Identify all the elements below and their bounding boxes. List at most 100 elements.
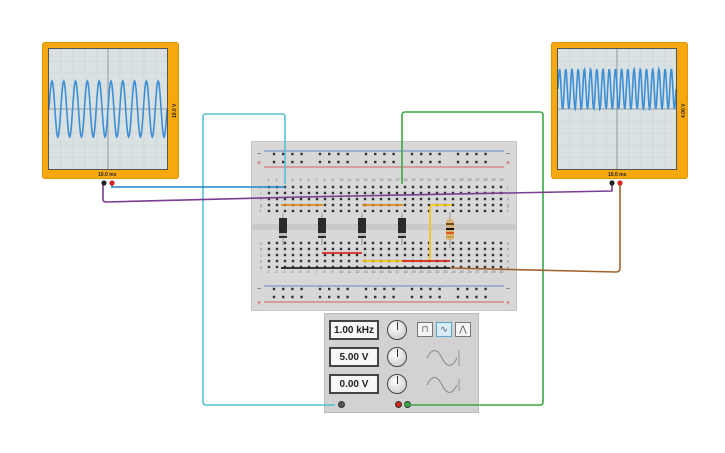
column-number: 11 xyxy=(348,178,352,182)
triangle-wave-icon: ⋀ xyxy=(459,324,467,334)
amplitude-knob[interactable] xyxy=(387,347,407,367)
rail-minus-bottom: − xyxy=(257,286,261,293)
column-number: 8 xyxy=(324,270,326,274)
column-number: 20 xyxy=(420,178,424,182)
row-letter: f xyxy=(260,210,261,214)
column-number: 17 xyxy=(396,178,400,182)
row-letter: e xyxy=(507,242,509,246)
column-number: 21 xyxy=(428,270,432,274)
row-letter: c xyxy=(260,254,262,258)
triangle-wave-button[interactable]: ⋀ xyxy=(455,322,471,337)
column-number: 26 xyxy=(468,178,472,182)
column-number: 16 xyxy=(388,270,392,274)
sine-wave-button[interactable]: ∿ xyxy=(436,322,452,337)
column-number: 12 xyxy=(356,178,360,182)
column-number: 28 xyxy=(484,270,488,274)
column-number: 15 xyxy=(380,270,384,274)
scope-left-terminal-positive[interactable] xyxy=(109,180,115,186)
wire-purple[interactable] xyxy=(102,184,613,203)
column-number: 1 xyxy=(268,178,270,182)
column-number: 26 xyxy=(468,270,472,274)
column-number: 2 xyxy=(276,270,278,274)
scope-right-terminal-positive[interactable] xyxy=(617,180,623,186)
oscilloscope-right-screen xyxy=(557,48,677,170)
row-letter: f xyxy=(507,210,508,214)
column-number: 25 xyxy=(460,178,464,182)
column-number: 19 xyxy=(412,270,416,274)
column-number: 29 xyxy=(492,178,496,182)
column-number: 16 xyxy=(388,178,392,182)
dc-offset-display[interactable]: 0.00 V xyxy=(329,374,379,394)
frequency-knob[interactable] xyxy=(387,320,407,340)
amplitude-symbol-icon xyxy=(426,350,460,366)
frequency-display[interactable]: 1.00 kHz xyxy=(329,320,379,340)
column-number: 10 xyxy=(340,270,344,274)
row-letter: b xyxy=(507,260,509,264)
column-number: 2 xyxy=(276,178,278,182)
column-number: 29 xyxy=(492,270,496,274)
column-number: 21 xyxy=(428,178,432,182)
diode-4[interactable] xyxy=(398,213,406,245)
row-letter: h xyxy=(260,198,262,202)
rail-minus-top: − xyxy=(257,151,261,158)
column-number: 4 xyxy=(292,270,294,274)
dc-offset-knob[interactable] xyxy=(387,374,407,394)
resistor[interactable] xyxy=(446,212,454,248)
column-number: 12 xyxy=(356,270,360,274)
rail-plus-bottom-right: + xyxy=(506,300,510,307)
column-number: 9 xyxy=(332,178,334,182)
column-number: 13 xyxy=(364,178,368,182)
oscilloscope-left-time-label: 10.0 ms xyxy=(98,172,117,178)
wire-blue[interactable] xyxy=(111,184,285,188)
generator-terminal-positive[interactable] xyxy=(395,401,402,408)
wire-cyan[interactable] xyxy=(202,113,335,406)
wire-brown[interactable] xyxy=(449,184,621,273)
wire-green[interactable] xyxy=(401,111,544,406)
column-number: 30 xyxy=(500,178,504,182)
column-number: 15 xyxy=(380,178,384,182)
column-number: 27 xyxy=(476,270,480,274)
column-number: 6 xyxy=(308,178,310,182)
offset-symbol-icon xyxy=(426,377,460,393)
generator-terminal-left[interactable] xyxy=(338,401,345,408)
row-letter: i xyxy=(260,192,261,196)
column-number: 7 xyxy=(316,270,318,274)
sine-wave-icon: ∿ xyxy=(440,324,448,334)
column-number: 23 xyxy=(444,270,448,274)
scope-right-terminal-negative[interactable] xyxy=(609,180,615,186)
oscilloscope-right[interactable]: 10.0 ms 4.00 V xyxy=(551,42,688,179)
column-number: 5 xyxy=(300,178,302,182)
diode-3[interactable] xyxy=(358,213,366,245)
function-generator[interactable]: 1.00 kHz 5.00 V 0.00 V ⊓ ∿ ⋀ xyxy=(324,313,479,413)
square-wave-button[interactable]: ⊓ xyxy=(417,322,433,337)
amplitude-display[interactable]: 5.00 V xyxy=(329,347,379,367)
column-number: 20 xyxy=(420,270,424,274)
column-number: 23 xyxy=(444,178,448,182)
oscilloscope-right-trace xyxy=(557,49,677,169)
scope-left-terminal-negative[interactable] xyxy=(101,180,107,186)
row-letter: c xyxy=(507,254,509,258)
column-number: 17 xyxy=(396,270,400,274)
column-number: 22 xyxy=(436,270,440,274)
rail-plus-top-right: + xyxy=(506,160,510,167)
oscilloscope-right-time-label: 10.0 ms xyxy=(608,172,627,178)
row-letter: j xyxy=(506,186,508,190)
oscilloscope-left-trace xyxy=(48,49,168,169)
diode-2[interactable] xyxy=(318,213,326,245)
column-number: 14 xyxy=(372,178,376,182)
column-number: 6 xyxy=(308,270,310,274)
breadboard-grid: 1122334455667788991010111112121313141415… xyxy=(252,150,516,307)
row-letter: b xyxy=(260,260,262,264)
rail-plus-top: + xyxy=(257,160,261,167)
column-number: 19 xyxy=(412,178,416,182)
column-number: 4 xyxy=(292,178,294,182)
column-number: 9 xyxy=(332,270,334,274)
diode-1[interactable] xyxy=(279,213,287,245)
oscilloscope-left[interactable]: 10.0 ms 10.0 V xyxy=(42,42,179,179)
row-letter: g xyxy=(260,204,262,208)
column-number: 7 xyxy=(316,178,318,182)
column-number: 25 xyxy=(460,270,464,274)
wire-yellow[interactable] xyxy=(362,204,452,262)
